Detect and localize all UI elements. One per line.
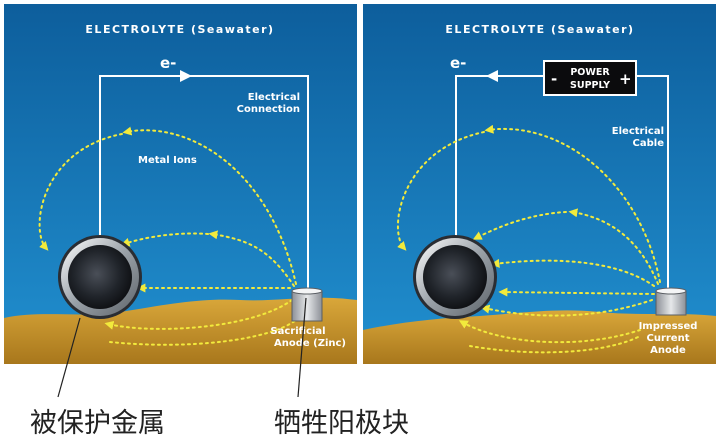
anode-label-line2: Current bbox=[646, 333, 689, 344]
power-supply-minus: - bbox=[551, 70, 557, 88]
ion-flow-arrow bbox=[122, 126, 297, 285]
anode-label-line3: Anode bbox=[650, 345, 686, 356]
ion-flow-arrow bbox=[104, 299, 293, 330]
electron-arrow-icon bbox=[180, 70, 192, 82]
ion-flow-arrow bbox=[458, 320, 641, 344]
pointer-line-protected-metal bbox=[57, 317, 81, 398]
ion-flow-arrow bbox=[480, 299, 653, 317]
pointer-line-sacrificial-anode bbox=[297, 297, 307, 398]
caption-protected-metal: 被保护金属 bbox=[30, 408, 165, 439]
electron-arrow-icon bbox=[486, 70, 498, 82]
anode-label-line2: Anode (Zinc) bbox=[274, 338, 346, 349]
cable-label-line2: Cable bbox=[633, 138, 665, 149]
ion-flow-arrow bbox=[469, 335, 641, 354]
panel-title: ELECTROLYTE (Seawater) bbox=[445, 23, 634, 36]
left-panel: ELECTROLYTE (Seawater) e- Electrical Con… bbox=[4, 4, 357, 364]
ion-flow-arrow bbox=[484, 124, 661, 283]
ion-flow-arrow bbox=[397, 131, 485, 251]
ion-flow-arrow bbox=[498, 287, 655, 297]
right-panel: ELECTROLYTE (Seawater) e- - POWER SUPPLY… bbox=[363, 4, 716, 364]
electron-label: e- bbox=[160, 54, 176, 72]
ion-flow-arrow bbox=[208, 230, 295, 287]
sacrificial-anode bbox=[291, 287, 323, 322]
panel-title: ELECTROLYTE (Seawater) bbox=[85, 23, 274, 36]
ion-flow-arrow bbox=[472, 211, 567, 240]
ion-flow-arrow bbox=[120, 232, 209, 247]
electron-label: e- bbox=[450, 54, 466, 72]
ion-flow-arrow bbox=[109, 319, 297, 346]
cable-label-line1: Electrical bbox=[612, 126, 664, 137]
power-supply-label-line1: POWER bbox=[570, 67, 610, 78]
anode-label-line1: Sacrificial bbox=[270, 326, 325, 337]
ion-flow-arrow bbox=[568, 208, 659, 285]
seabed bbox=[363, 310, 716, 364]
power-supply-label-line2: SUPPLY bbox=[570, 80, 610, 91]
electrical-connection-wire bbox=[99, 75, 309, 292]
ion-flow-arrow bbox=[38, 133, 123, 251]
anode-label-line1: Impressed bbox=[639, 321, 698, 332]
power-supply: - POWER SUPPLY + bbox=[543, 60, 637, 96]
protected-metal-pipe bbox=[58, 235, 142, 319]
metal-ions-label: Metal Ions bbox=[138, 155, 197, 166]
impressed-current-anode bbox=[655, 287, 687, 316]
ion-flow-arrow bbox=[490, 258, 655, 287]
connection-label-line2: Connection bbox=[237, 104, 300, 115]
caption-sacrificial-anode: 牺牲阳极块 bbox=[274, 408, 409, 439]
protected-metal-pipe bbox=[413, 235, 497, 319]
connection-label-line1: Electrical bbox=[248, 92, 300, 103]
power-supply-plus: + bbox=[619, 70, 632, 88]
